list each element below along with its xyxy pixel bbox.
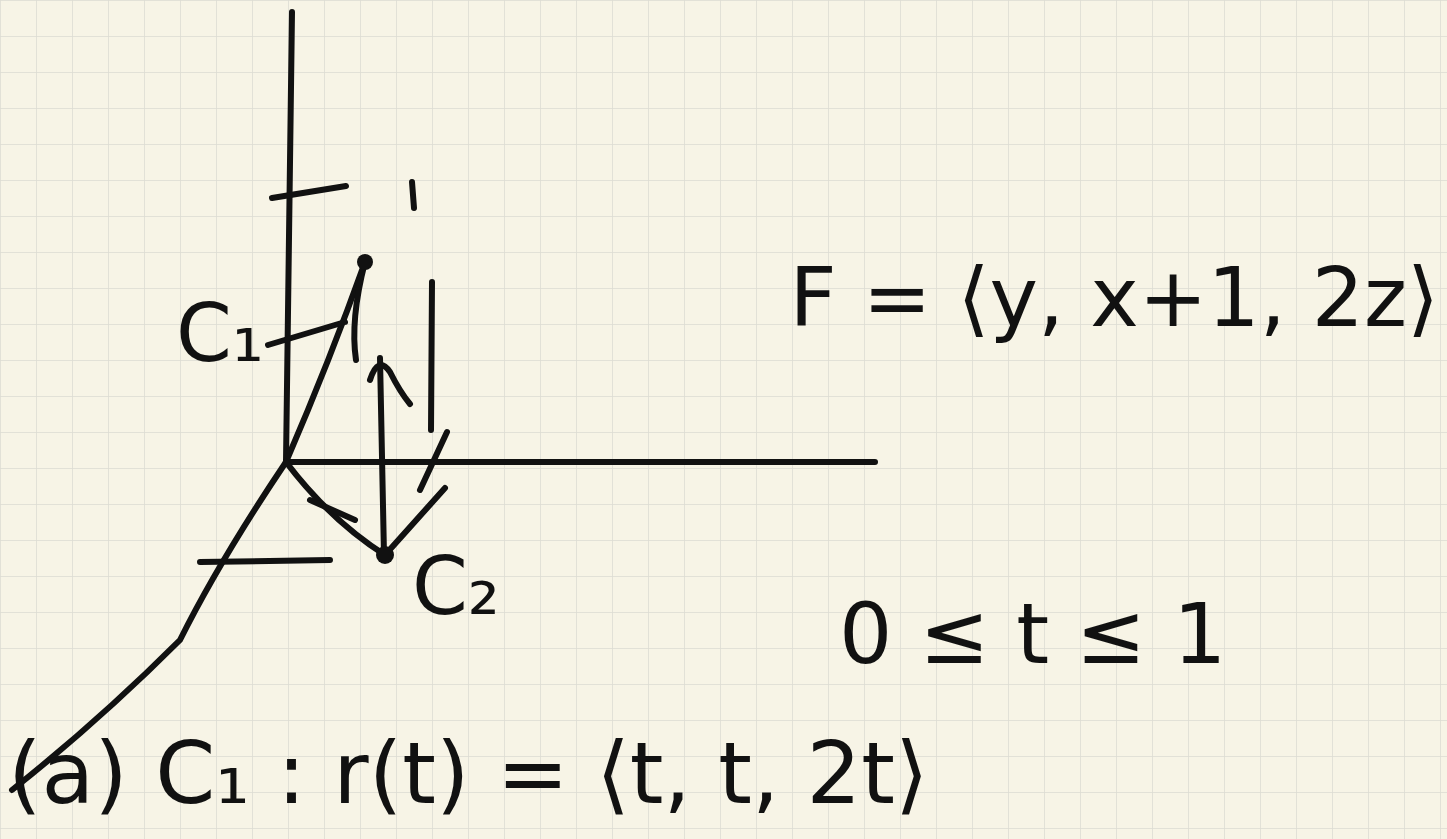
parameter-range: 0 ≤ t ≤ 1 — [835, 590, 1230, 678]
tick-mark — [420, 432, 447, 490]
tick-mark — [200, 560, 330, 562]
tick-mark — [272, 186, 346, 198]
curve-c1 — [354, 262, 365, 360]
curve-c1 — [286, 262, 365, 462]
tick-mark — [412, 182, 414, 208]
curve-c2 — [370, 365, 410, 404]
curve-c2 — [286, 462, 385, 555]
vector-field: F = ⟨y, x+1, 2z⟩ — [786, 255, 1443, 341]
point — [357, 254, 373, 270]
vertical-line — [380, 358, 384, 555]
leader-line — [268, 322, 345, 345]
vertical-line — [431, 282, 432, 430]
curve-label: C₂ — [408, 545, 504, 629]
y-axis — [286, 459, 875, 465]
parametrization: (a) C₁ : r(t) = ⟨t, t, 2t⟩ — [4, 728, 933, 818]
curve-label: C₁ — [172, 292, 268, 376]
tick-mark — [310, 500, 355, 520]
point — [376, 546, 394, 564]
z-axis — [286, 12, 292, 462]
